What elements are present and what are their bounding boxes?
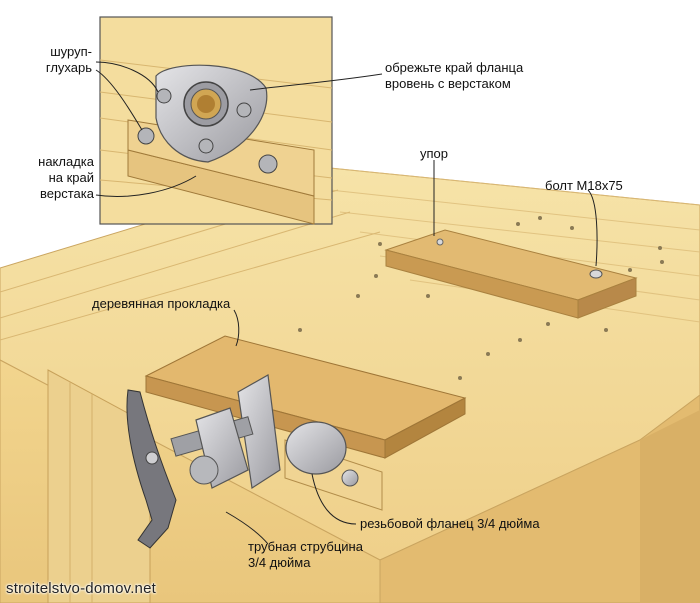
stop-block: [384, 229, 638, 319]
label-pipe-clamp-line2: 3/4 дюйма: [248, 555, 311, 570]
label-stop: упор: [420, 146, 448, 161]
inset-detail: [99, 16, 333, 225]
label-wooden-pad: деревянная прокладка: [92, 296, 231, 311]
label-pipe-clamp-line1: трубная струбцина: [248, 539, 363, 554]
bench-front: [0, 359, 700, 603]
label-bolt: болт М18х75: [545, 178, 623, 193]
label-edge-pad-line3: верстака: [40, 186, 94, 201]
label-lag-screw: шуруп- глухарь: [30, 44, 92, 76]
label-edge-pad: накладка на край верстака: [10, 154, 94, 202]
label-edge-pad-line1: накладка: [38, 154, 94, 169]
label-trim-flange: обрежьте край фланца вровень с верстаком: [385, 60, 523, 92]
label-lag-screw-line2: глухарь: [45, 60, 92, 75]
label-lag-screw-line1: шуруп-: [50, 44, 92, 59]
label-trim-flange-line2: вровень с верстаком: [385, 76, 511, 91]
label-threaded-flange: резьбовой фланец 3/4 дюйма: [360, 516, 540, 531]
label-edge-pad-line2: на край: [48, 170, 94, 185]
label-pipe-clamp: трубная струбцина 3/4 дюйма: [248, 539, 363, 571]
label-trim-flange-line1: обрежьте край фланца: [385, 60, 524, 75]
leader-lines: [95, 61, 598, 545]
watermark: stroitelstvo-domov.net: [6, 580, 157, 597]
screw-dots: [298, 216, 664, 380]
pipe-clamp: [126, 374, 347, 549]
